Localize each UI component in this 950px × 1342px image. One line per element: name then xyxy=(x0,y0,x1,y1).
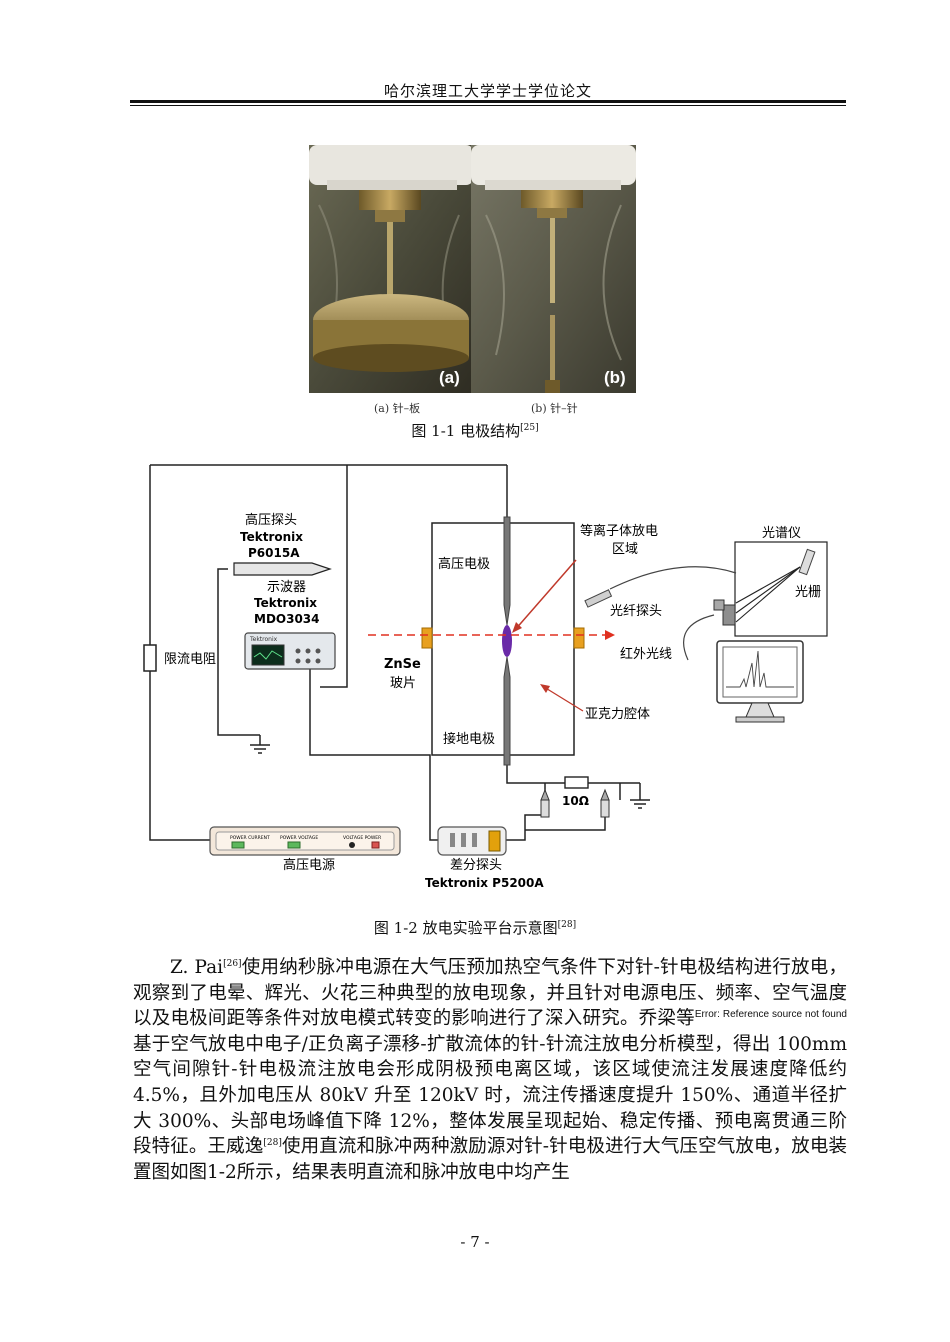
ground-icon xyxy=(250,744,650,809)
sense-resistor xyxy=(564,776,589,789)
label-scope: 示波器 xyxy=(267,580,306,595)
monitor xyxy=(716,640,804,723)
limiting-resistor xyxy=(143,644,157,672)
label-ir-beam: 红外光线 xyxy=(620,646,672,662)
page-header-title: 哈尔滨理工大学学士学位论文 xyxy=(383,82,592,100)
label-plasma-region-2: 区域 xyxy=(612,542,638,557)
figure-1-1-ref: [25] xyxy=(520,423,539,433)
psu-label-power: VOLTAGE POWER xyxy=(343,835,381,841)
photo-needle-plate: (a) xyxy=(309,145,474,393)
label-fiber-probe: 光纤探头 xyxy=(610,604,662,619)
plasma-arrow xyxy=(513,559,577,632)
znse-window-left xyxy=(421,627,433,649)
label-diff-probe: 差分探头 xyxy=(450,858,502,873)
psu-label-voltage: POWER VOLTAGE xyxy=(280,835,318,841)
figure-1-2-caption: 图 1-2 放电实验平台示意图[28] xyxy=(373,919,577,937)
panel-b-label: (b) xyxy=(604,368,626,387)
label-hv-supply: 高压电源 xyxy=(283,857,335,873)
label-hv-probe-model: P6015A xyxy=(248,546,300,560)
label-limiting-resistor: 限流电阻 xyxy=(164,652,216,667)
body-paragraph: Z. Pai[26]使用纳秒脉冲电源在大气压预加热空气条件下对针-针电极结构进行… xyxy=(133,957,847,1183)
photo-needle-needle: (b) xyxy=(471,145,636,393)
panel-a-label: (a) xyxy=(439,368,460,387)
header-rule-thick xyxy=(130,100,846,103)
detector xyxy=(713,599,736,626)
label-acrylic: 亚克力腔体 xyxy=(585,707,650,722)
label-scope-model: MDO3034 xyxy=(254,612,320,626)
discharge-platform-schematic: 限流电阻 高压探头 Tektronix P6015A 示波器 Tektronix… xyxy=(143,464,828,890)
differential-probe xyxy=(437,826,507,856)
label-diff-probe-model: Tektronix P5200A xyxy=(425,876,544,890)
fiber-probe xyxy=(584,566,737,608)
broken-reference: Error: Reference source not found xyxy=(694,1009,847,1021)
plasma-region xyxy=(502,625,512,657)
label-znse-glass: 玻片 xyxy=(390,676,416,691)
scope-brand-text: Tektronix xyxy=(249,636,278,643)
psu-label-current: POWER CURRENT xyxy=(230,835,270,841)
ref-26: [26] xyxy=(223,958,242,969)
label-hv-probe: 高压探头 xyxy=(245,512,297,528)
figure-1-2-ref: [28] xyxy=(557,920,577,930)
znse-window-right xyxy=(573,627,585,649)
ground-electrode xyxy=(503,656,511,766)
label-spectrometer: 光谱仪 xyxy=(762,526,801,541)
label-ground-electrode: 接地电极 xyxy=(443,731,495,747)
label-scope-brand: Tektronix xyxy=(254,596,317,610)
label-grating: 光栅 xyxy=(795,585,821,600)
oscilloscope: Tektronix xyxy=(244,632,336,670)
sub-caption-b: (b) 针–针 xyxy=(531,402,578,415)
hv-probe xyxy=(233,562,332,576)
label-10-ohm: 10Ω xyxy=(562,794,589,808)
hv-power-supply: POWER CURRENT POWER VOLTAGE VOLTAGE POWE… xyxy=(209,826,401,856)
header-rule-thin xyxy=(130,105,846,106)
figure-1-1-caption: 图 1-1 电极结构[25] xyxy=(411,422,539,440)
acrylic-arrow xyxy=(543,686,584,712)
label-plasma-region: 等离子体放电 xyxy=(580,523,658,539)
sub-caption-a: (a) 针–板 xyxy=(374,402,421,415)
page-number: - 7 - xyxy=(460,1233,490,1251)
label-znse: ZnSe xyxy=(384,657,421,672)
light-rays xyxy=(735,566,801,623)
ref-28: [28] xyxy=(263,1138,282,1148)
label-hv-electrode: 高压电极 xyxy=(438,556,490,572)
hv-electrode xyxy=(503,516,511,626)
fiber-cable xyxy=(683,614,715,661)
label-hv-probe-brand: Tektronix xyxy=(240,530,303,544)
grating xyxy=(798,548,816,576)
